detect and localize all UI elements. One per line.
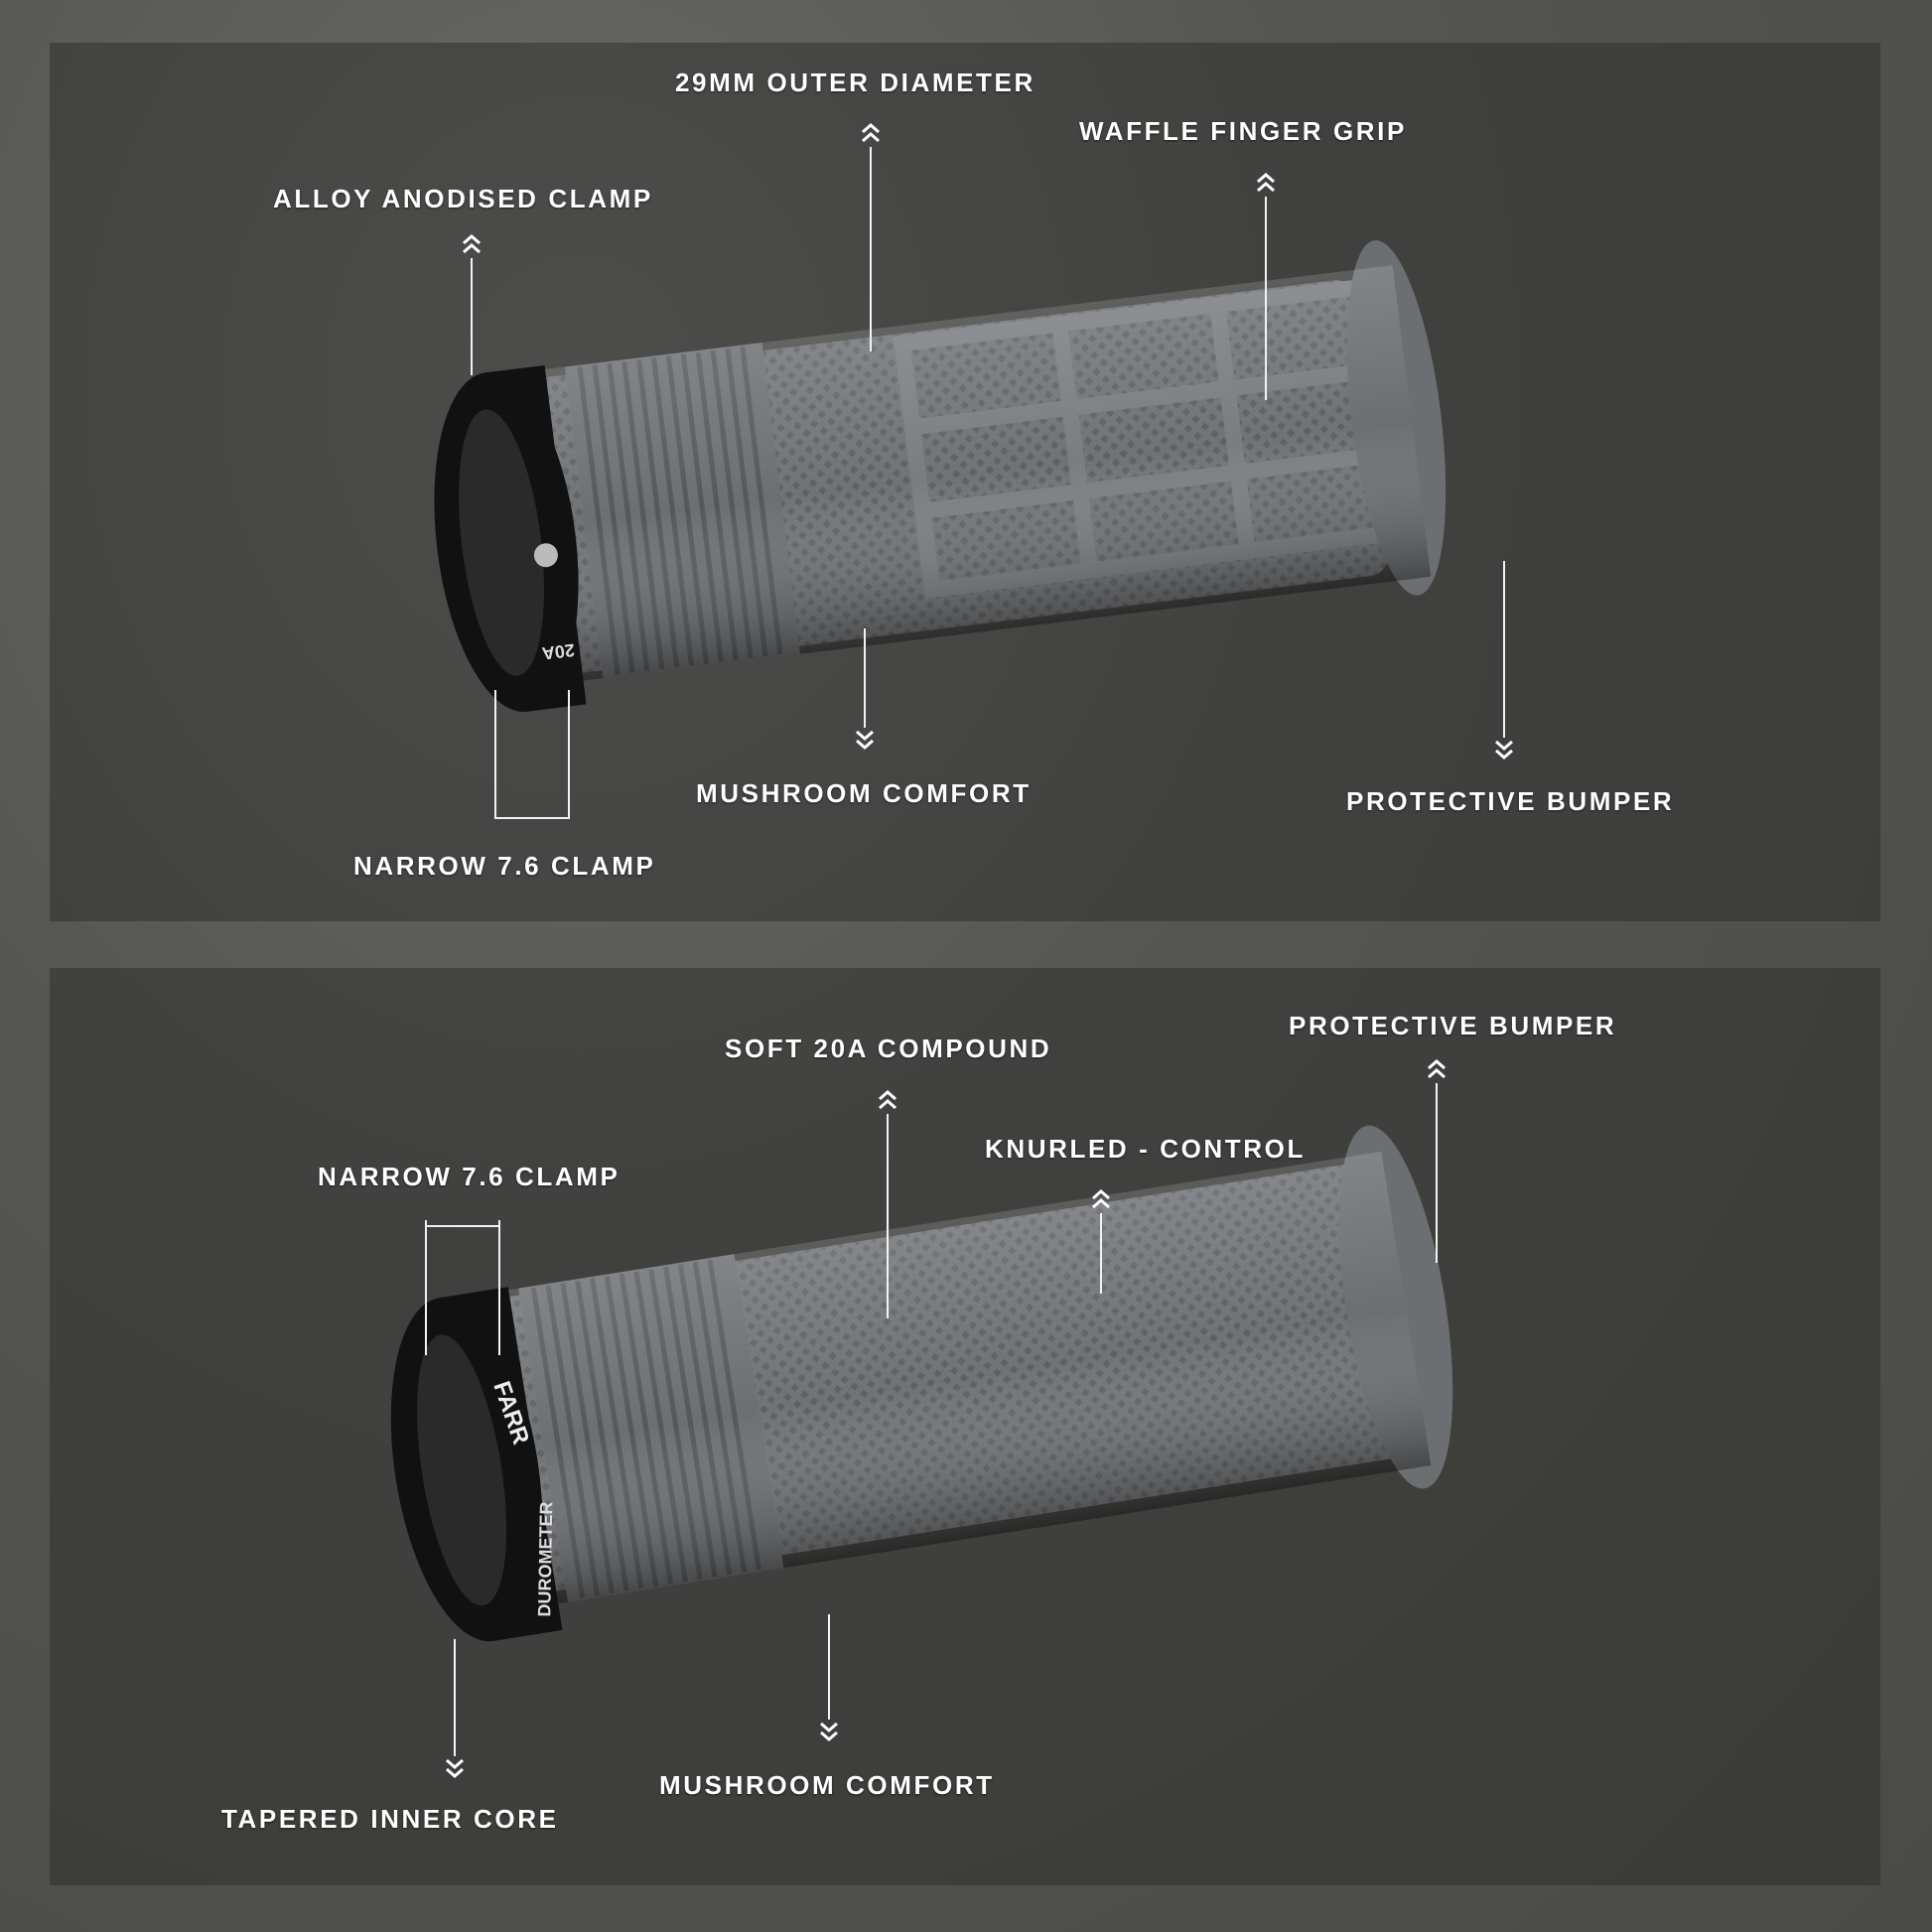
callout-mushroom-comfort: MUSHROOM COMFORT xyxy=(696,778,1032,808)
callout-narrow-clamp: NARROW 7.6 CLAMP xyxy=(353,851,656,881)
callout-knurled-control: KNURLED - CONTROL xyxy=(985,1134,1306,1164)
width-arrow-icon xyxy=(496,817,568,819)
bracket-line xyxy=(568,690,570,819)
callout-narrow-clamp: NARROW 7.6 CLAMP xyxy=(318,1162,621,1191)
knurled-grip: FARR DUROMETER xyxy=(390,1125,1453,1642)
callout-soft-compound: SOFT 20A COMPOUND xyxy=(725,1034,1052,1063)
leader-line xyxy=(1100,1213,1102,1294)
leader-line xyxy=(1265,197,1267,400)
callout-tapered-core: TAPERED INNER CORE xyxy=(221,1804,559,1834)
chevron-down-icon xyxy=(856,730,874,750)
leader-line xyxy=(454,1639,456,1756)
callout-waffle-grip: WAFFLE FINGER GRIP xyxy=(1079,116,1407,146)
chevron-up-icon xyxy=(862,123,880,143)
callout-mushroom-comfort: MUSHROOM COMFORT xyxy=(659,1770,995,1800)
leader-line xyxy=(471,258,473,375)
leader-line xyxy=(828,1614,830,1720)
leader-line xyxy=(1436,1083,1438,1263)
bracket-line xyxy=(498,1220,500,1355)
bracket-line xyxy=(494,690,496,819)
leader-line xyxy=(870,147,872,351)
width-arrow-icon xyxy=(427,1225,499,1227)
chevron-down-icon xyxy=(820,1722,838,1741)
chevron-down-icon xyxy=(446,1758,464,1778)
chevron-up-icon xyxy=(1092,1189,1110,1209)
chevron-up-icon xyxy=(1257,173,1275,193)
leader-line xyxy=(864,628,866,728)
bracket-line xyxy=(425,1220,427,1355)
callout-protective-bumper: PROTECTIVE BUMPER xyxy=(1289,1011,1617,1040)
chevron-down-icon xyxy=(1495,740,1513,759)
leader-line xyxy=(887,1114,889,1318)
waffle-grip: 20A xyxy=(434,240,1447,712)
callout-outer-diameter: 29MM OUTER DIAMETER xyxy=(675,68,1035,97)
chevron-up-icon xyxy=(879,1090,897,1110)
chevron-up-icon xyxy=(1428,1059,1446,1079)
leader-line xyxy=(1503,561,1505,738)
clamp-print: DUROMETER xyxy=(534,1501,556,1616)
clamp-print: 20A xyxy=(541,640,576,664)
chevron-up-icon xyxy=(463,234,481,254)
callout-alloy-clamp: ALLOY ANODISED CLAMP xyxy=(273,184,653,213)
callout-protective-bumper: PROTECTIVE BUMPER xyxy=(1346,786,1675,816)
